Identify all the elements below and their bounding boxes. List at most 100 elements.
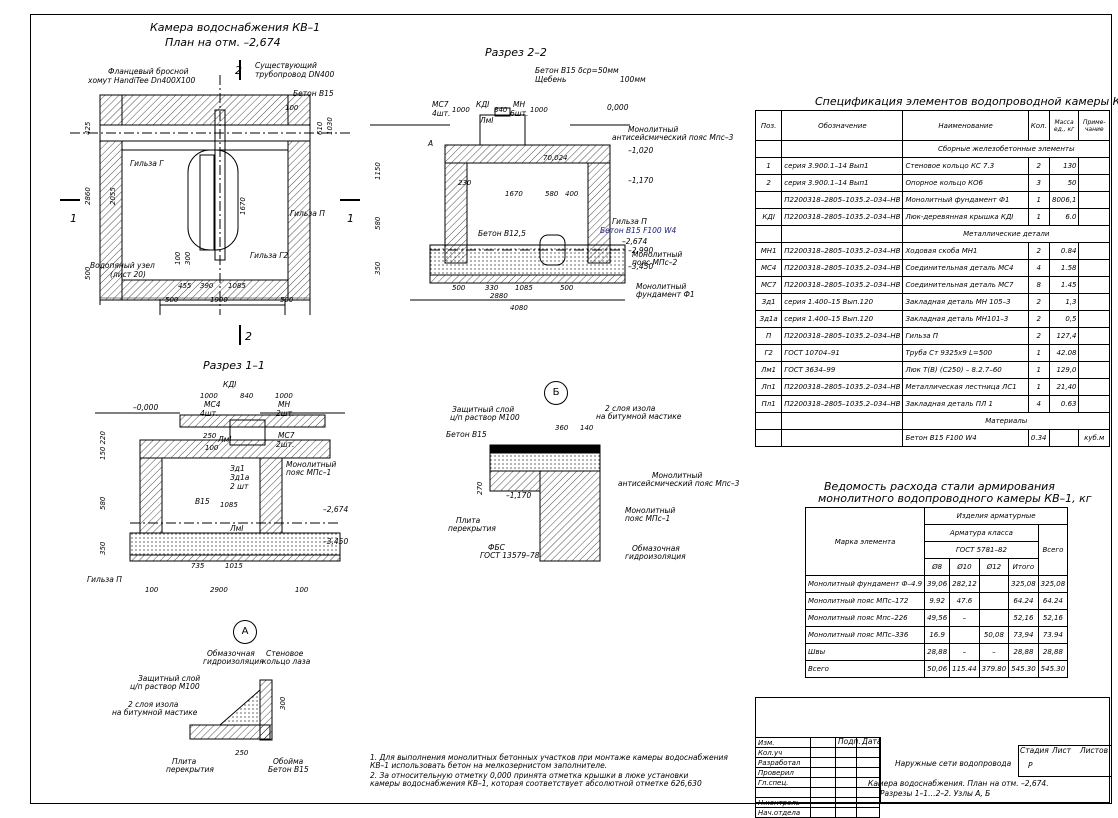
s22-belt-anti: Монолитный	[628, 125, 679, 134]
tb-stage-h: Стадия	[1020, 746, 1049, 755]
spec-row-cell: 1	[1027, 378, 1050, 396]
title-block-empty	[856, 787, 880, 798]
svg-text:230: 230	[458, 179, 472, 187]
title-block-empty	[856, 747, 880, 758]
s11-level-0: –0,000	[133, 403, 159, 412]
svg-text:840: 840	[494, 106, 508, 114]
title-block-role: Изм.	[755, 737, 811, 748]
spec-row-cell: 2	[1027, 157, 1050, 175]
title-block-empty	[809, 737, 836, 748]
spec-title: Спецификация элементов водопроводной кам…	[815, 95, 1118, 108]
title-block-row: Нач.отдела	[755, 807, 880, 818]
title-block-role: Кол.уч	[755, 747, 811, 758]
svg-text:1085: 1085	[515, 284, 533, 292]
nodeB-belt4: пояс МПс–1	[625, 514, 671, 523]
spec-row-cell: ГОСТ 10704–91	[781, 344, 904, 362]
s22-concrete-top: Бетон В15 δср=50мм	[535, 66, 619, 75]
spec-row-cell	[1078, 208, 1110, 226]
nodeB-belt2: антисейсмический пояс Мпс–3	[618, 479, 740, 488]
steel-row-cell: 545.30	[1037, 660, 1069, 678]
steel-h-row4: Ø8 Ø10 Ø12 Итого	[806, 558, 1068, 576]
s22-gravel-dim: 100мм	[620, 75, 646, 84]
svg-text:270: 270	[476, 481, 484, 495]
spec-h-qty: Кол.	[1027, 110, 1050, 141]
spec-row-cell: 2	[754, 174, 783, 192]
s11-b15: В15	[195, 497, 210, 506]
s22-mnn: 6шт.	[510, 109, 529, 118]
spec-row-cell: Лп1	[754, 378, 783, 396]
spec-row-cell: 50	[1048, 174, 1080, 192]
s11-level-2: –3,450	[323, 537, 349, 546]
steel-h-gost: ГОСТ 5781–82	[924, 541, 1039, 559]
s22-concrete-f: Бетон В15 F100 W4	[600, 226, 677, 235]
steel-row-cell: 16.9	[924, 626, 951, 644]
spec-row-cell: 129,0	[1048, 361, 1080, 379]
svg-text:1900: 1900	[210, 296, 228, 304]
steel-h-items: Изделия арматурные	[924, 507, 1069, 525]
steel-row-cell: 52,16	[1008, 609, 1039, 627]
spec-row-cell	[1078, 310, 1110, 328]
spec-row-cell: серия 1.400–15 Вып.120	[781, 293, 904, 311]
svg-text:840: 840	[240, 392, 254, 400]
s22-a-mark: А	[428, 139, 434, 148]
nodeA-slab: Плита	[172, 757, 197, 766]
steel-row-cell: 52,16	[1037, 609, 1069, 627]
spec-row-cell: Соединительная деталь МС4	[902, 259, 1029, 277]
nodeA-layer: Защитный слой	[138, 674, 201, 683]
s11-mnn: 2шт.	[276, 409, 295, 418]
nodeB-fbs: ФБС	[488, 543, 505, 552]
spec-row-cell: 2	[1027, 310, 1050, 328]
title-block-role	[755, 787, 811, 798]
spec-row-cell: 2	[1027, 242, 1050, 260]
tb-stage-box	[1018, 745, 1111, 777]
spec-row-cell: 0.34	[1027, 429, 1050, 447]
spec-h-pos: Поз.	[754, 110, 783, 141]
svg-text:2900: 2900	[210, 586, 228, 594]
spec-row-cell: Бетон В15 F100 W4	[902, 429, 1029, 447]
svg-text:500: 500	[560, 284, 574, 292]
title-block-empty	[809, 747, 836, 758]
spec-row-cell	[1078, 344, 1110, 362]
svg-text:150 220: 150 220	[99, 431, 107, 460]
spec-row-cell: серия 1.400–15 Вып.120	[781, 310, 904, 328]
spec-h-note: Приме- чание	[1078, 110, 1110, 141]
spec-row-cell: Стеновое кольцо КС 7.3	[902, 157, 1029, 175]
plan-label-sleeve-g: Гильза Г	[130, 159, 164, 168]
svg-text:330: 330	[485, 284, 499, 292]
section11-drawing: 1000 840 1000 250 100 1085 735 1015 2900…	[95, 392, 345, 594]
s11-zd2: Зд1а	[230, 473, 250, 482]
spec-row-cell	[1048, 429, 1080, 447]
title-block-role: Проверил	[755, 767, 811, 778]
steel-row-cell: 379.80	[978, 660, 1010, 678]
title-block-empty	[856, 767, 880, 778]
plan-subtitle: План на отм. –2,674	[165, 36, 281, 49]
svg-text:580: 580	[374, 216, 382, 230]
nodeA-slab2: перекрытия	[166, 765, 214, 774]
nodeB-coat: Обмазочная	[632, 544, 680, 553]
svg-text:1085: 1085	[220, 501, 238, 509]
nodeB-coat2: гидроизоляция	[625, 552, 686, 561]
svg-text:2880: 2880	[490, 292, 508, 300]
spec-row-cell	[1078, 242, 1110, 260]
steel-row-cell: 545.30	[1008, 660, 1039, 678]
nodeB-layers2: на битумной мастике	[596, 412, 682, 421]
nodeA-ring2: кольцо лаза	[262, 657, 311, 666]
title-block-empty	[809, 807, 836, 818]
steel-title2: монолитного водопроводного камеры КВ–1, …	[818, 492, 1092, 505]
steel-h-row1: Марка элемента Изделия арматурные	[804, 507, 1069, 576]
nodeA-clip2: Бетон В15	[268, 765, 309, 774]
spec-group-metal-label: Металлические детали	[902, 225, 1110, 243]
s11-kdi: КДI	[223, 380, 237, 389]
svg-text:100: 100	[174, 251, 182, 265]
spec-row-cell: 1.45	[1048, 276, 1080, 294]
